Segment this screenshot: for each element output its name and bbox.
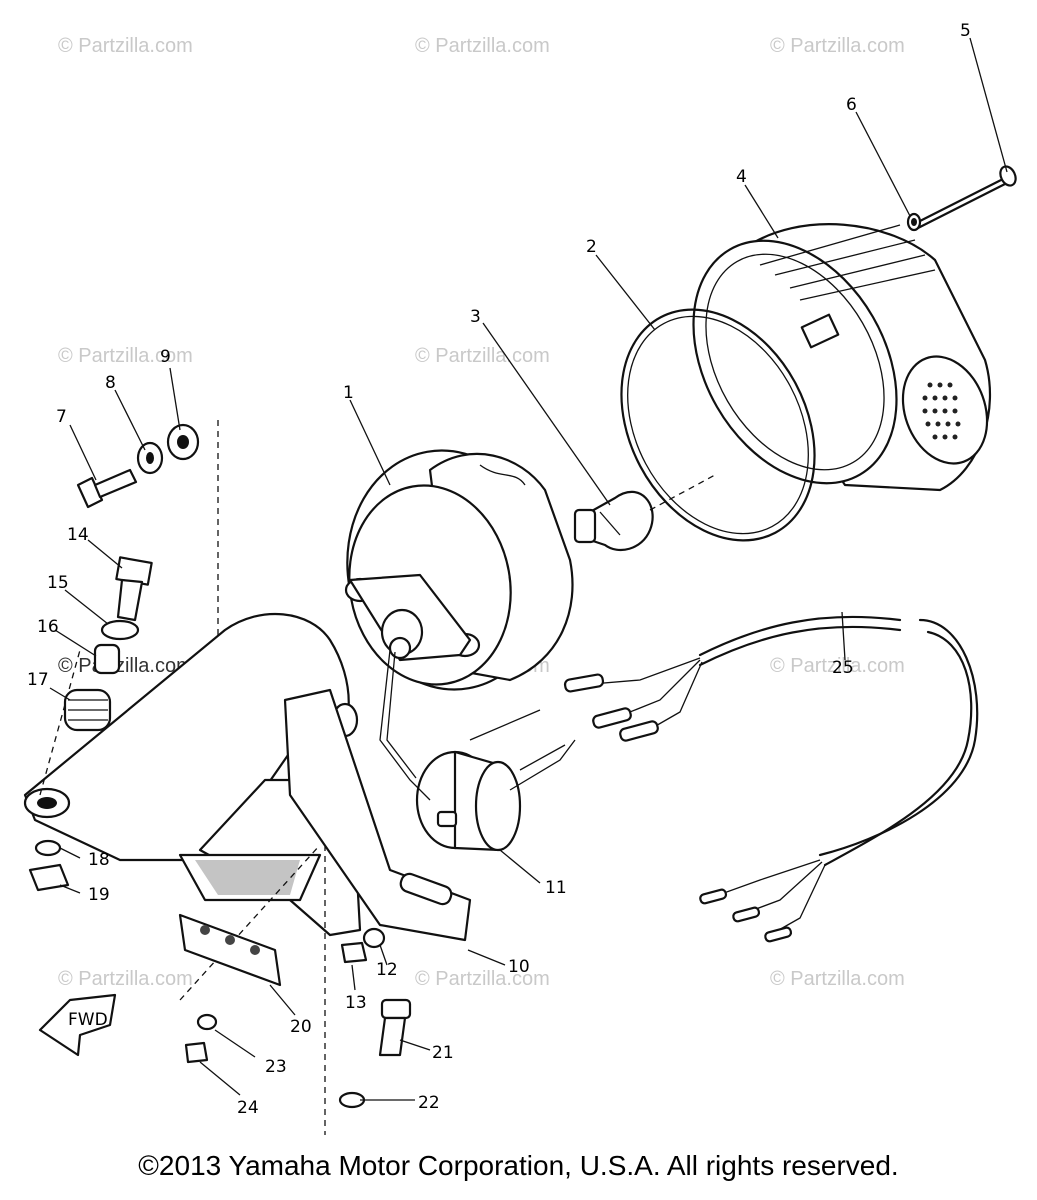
part-3-bulb (573, 474, 716, 552)
part-25-wire-harness (379, 615, 979, 943)
watermark: © Partzilla.com (415, 35, 550, 57)
watermark: © Partzilla.com (415, 345, 550, 367)
part-17-damper (63, 688, 112, 732)
callout-18: 18 (88, 850, 110, 870)
callout-9: 9 (160, 347, 171, 367)
callout-12: 12 (376, 960, 398, 980)
callout-13: 13 (345, 993, 367, 1013)
part-5-screw (916, 165, 1017, 230)
part-20-lens (178, 913, 282, 987)
callout-4: 4 (736, 167, 747, 187)
part-8-washer (136, 441, 164, 475)
callout-24: 24 (237, 1098, 259, 1118)
part-4-lens-housing (692, 223, 992, 492)
watermark: © Partzilla.com (770, 655, 905, 677)
callout-6: 6 (846, 95, 857, 115)
callout-23: 23 (265, 1057, 287, 1077)
part-23-spacer (196, 1013, 218, 1031)
callout-19: 19 (88, 885, 110, 905)
part-21-bolt (378, 998, 412, 1057)
watermark: © Partzilla.com (770, 968, 905, 990)
watermark: © Partzilla.com (58, 345, 193, 367)
callout-17: 17 (27, 670, 49, 690)
part-18-washer (34, 839, 62, 857)
part-6-washer (906, 212, 922, 232)
copyright-notice: ©2013 Yamaha Motor Corporation, U.S.A. A… (138, 1150, 899, 1181)
callout-16: 16 (37, 617, 59, 637)
callout-25: 25 (832, 658, 854, 678)
watermark: © Partzilla.com (58, 968, 193, 990)
part-14-bolt (115, 556, 153, 622)
callout-20: 20 (290, 1017, 312, 1037)
part-11-reflector (415, 750, 522, 852)
watermark: © Partzilla.com (58, 655, 193, 677)
watermark: © Partzilla.com (415, 968, 550, 990)
watermark: © Partzilla.com (770, 35, 905, 57)
callout-labels: 1 2 3 4 5 6 7 8 9 10 11 12 13 14 15 16 1… (27, 21, 971, 1118)
part-24-nut (184, 1041, 209, 1064)
part-13-nut (340, 941, 368, 964)
callout-22: 22 (418, 1093, 440, 1113)
callout-8: 8 (105, 373, 116, 393)
callout-10: 10 (508, 957, 530, 977)
leader-lines (49, 37, 1008, 1101)
callout-11: 11 (545, 878, 567, 898)
part-15-washer (100, 619, 140, 641)
watermark: © Partzilla.com (58, 35, 193, 57)
fwd-label: FWD (68, 1010, 108, 1030)
part-7-bolt (76, 468, 138, 509)
part-1-light-base (344, 449, 574, 691)
part-19-nut (28, 863, 70, 892)
fwd-arrow: FWD (38, 993, 117, 1057)
part-2-gasket (620, 308, 816, 542)
callout-21: 21 (432, 1043, 454, 1063)
callout-7: 7 (56, 407, 67, 427)
callout-2: 2 (586, 237, 597, 257)
callout-1: 1 (343, 383, 354, 403)
callout-15: 15 (47, 573, 69, 593)
part-16-collar (93, 643, 121, 675)
callout-14: 14 (67, 525, 89, 545)
part-12-washer (362, 927, 386, 949)
callout-5: 5 (960, 21, 971, 41)
callout-3: 3 (470, 307, 481, 327)
part-9-nut (166, 423, 200, 461)
part-10-bracket (23, 420, 472, 1135)
